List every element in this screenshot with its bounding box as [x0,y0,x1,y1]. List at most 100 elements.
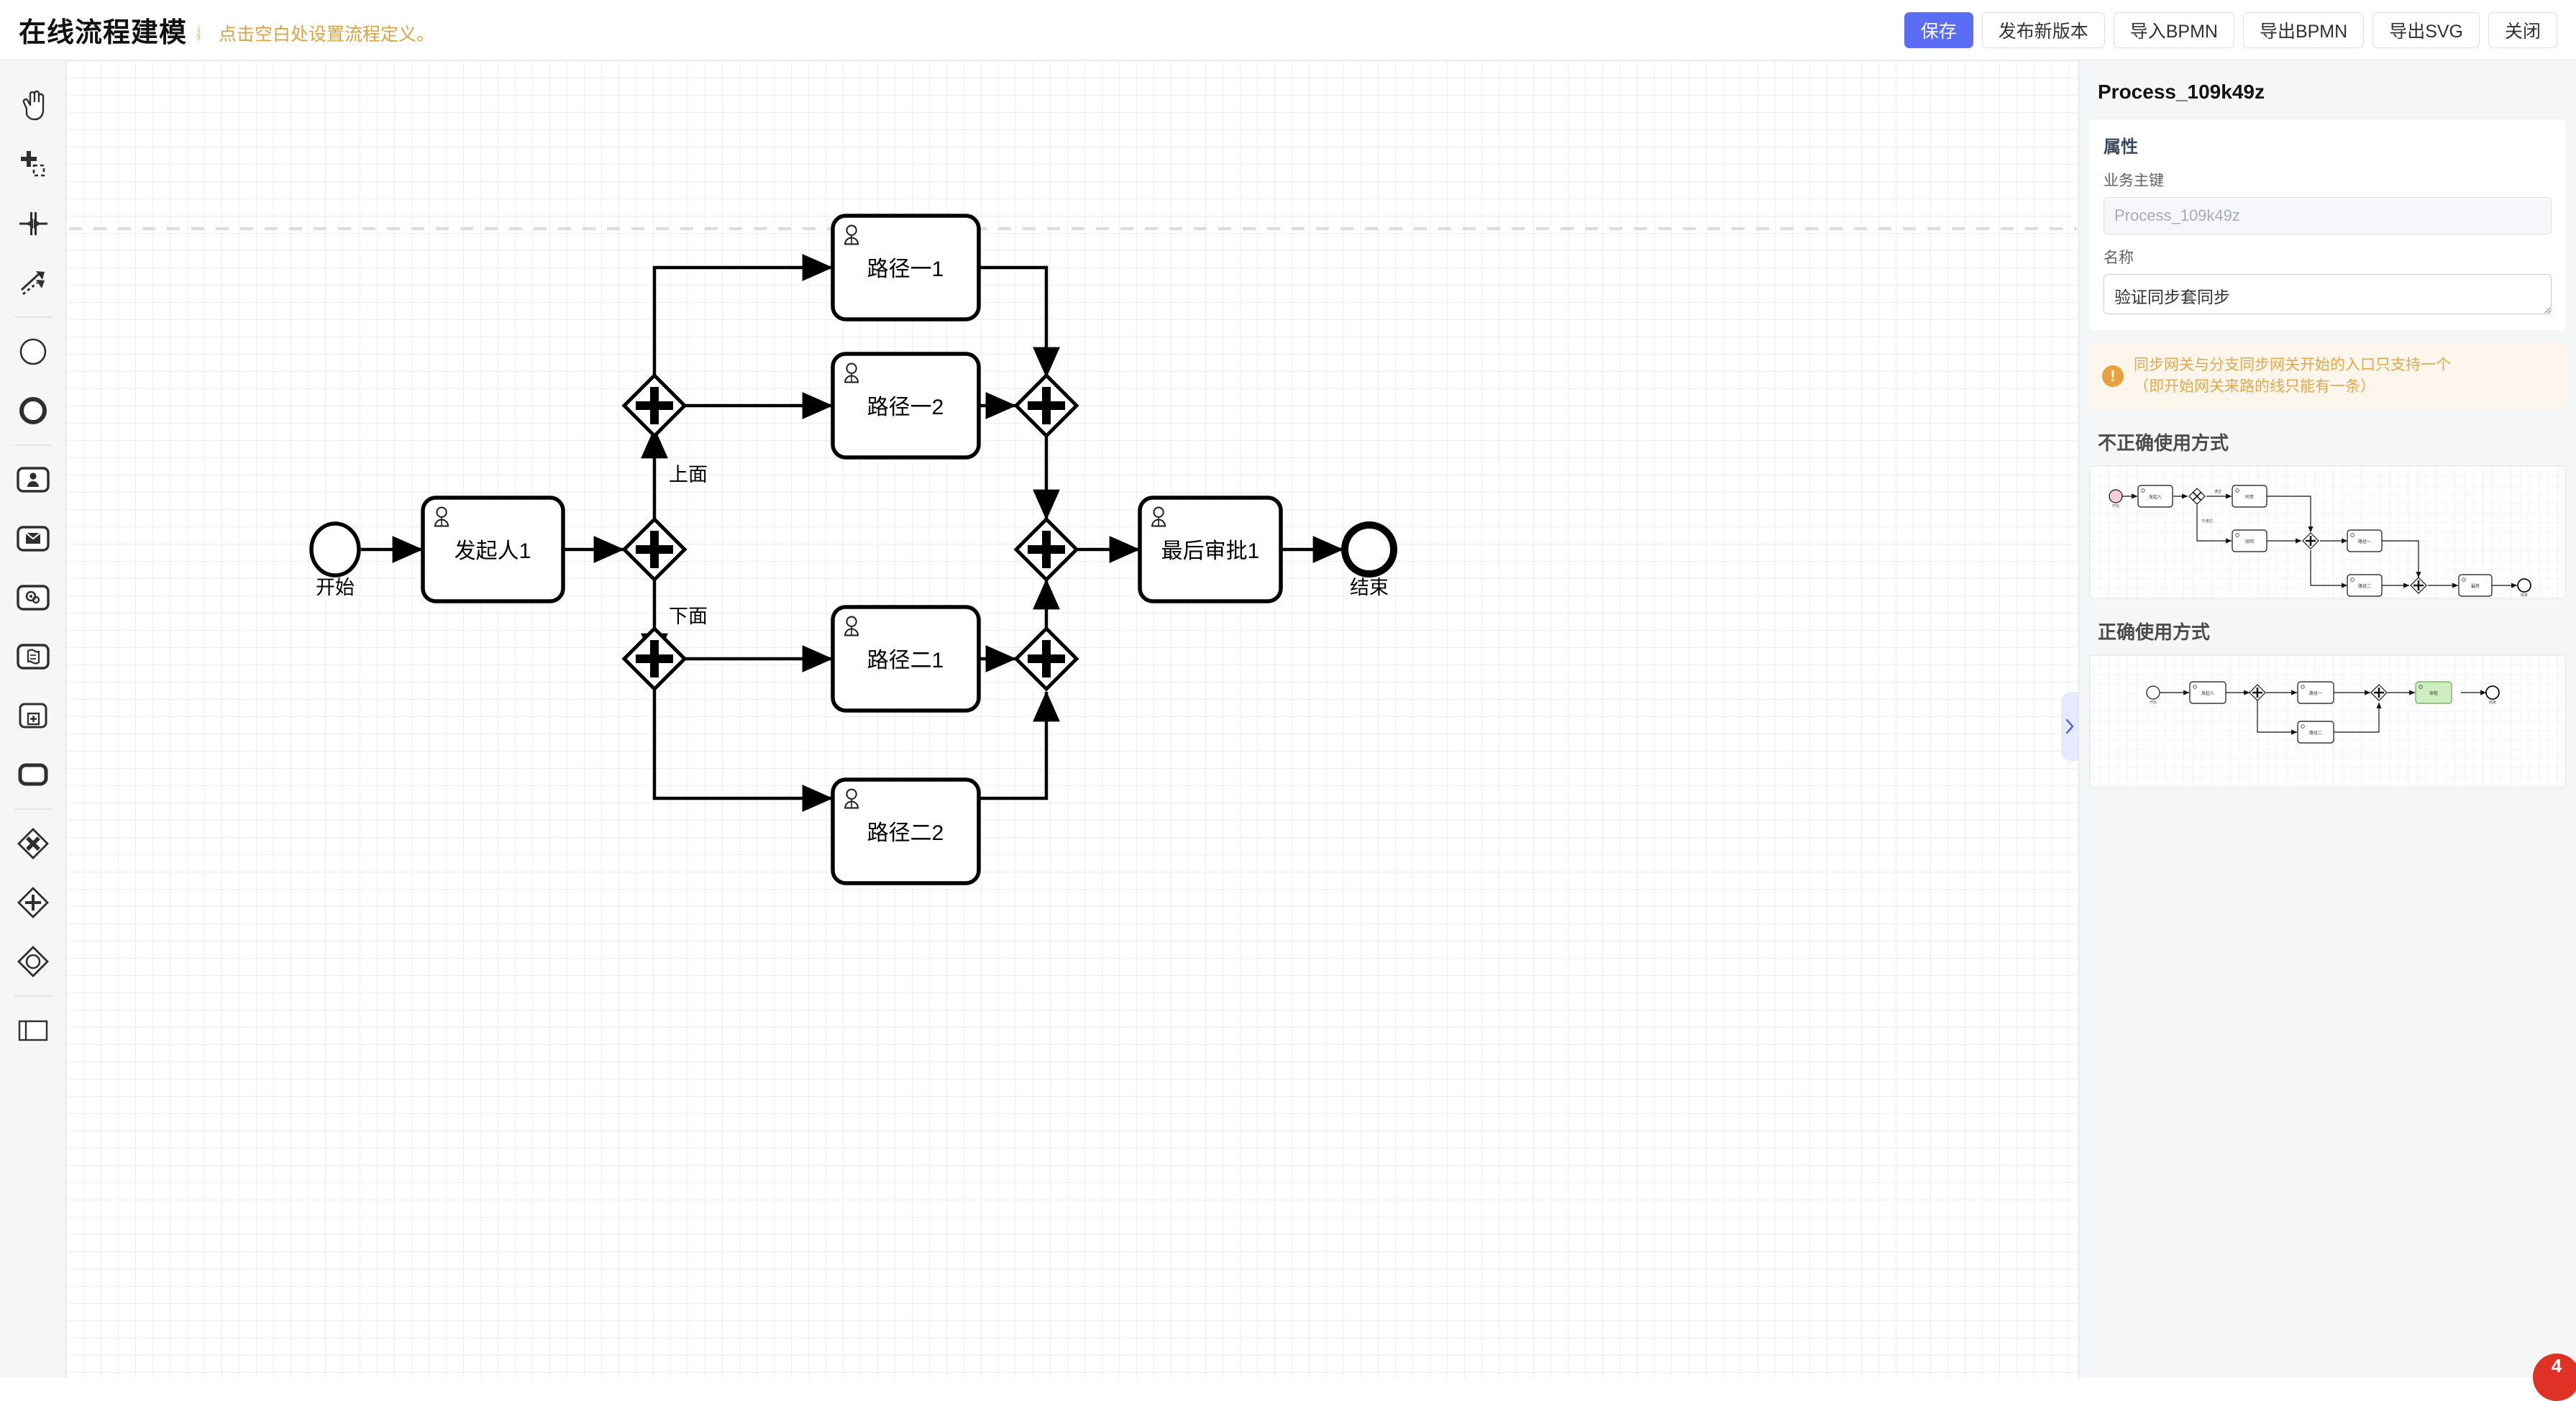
gateway-warning-text: 同步网关与分支同步网关开始的入口只支持一个 （即开始网关来路的线只能有一条） [2134,355,2451,398]
warning-line-1: 同步网关与分支同步网关开始的入口只支持一个 [2134,357,2451,373]
business-key-input[interactable] [2104,197,2552,234]
flow-label-down[interactable]: 下面 [669,606,708,627]
parallel-gateway-split-top[interactable] [621,373,688,439]
name-label: 名称 [2104,250,2134,266]
export-bpmn-button[interactable]: 导出BPMN [2242,12,2365,48]
script-task-icon[interactable] [0,627,66,686]
svg-text:发起人: 发起人 [2149,494,2162,500]
user-task-icon [844,788,859,809]
end-event-icon[interactable] [0,381,66,440]
subprocess-icon[interactable] [0,745,66,804]
business-key-label: 业务主键 [2104,173,2164,189]
start-event[interactable]: 开始 [309,521,361,598]
user-task-label: 发起人1 [455,539,531,563]
parallel-gateway-icon[interactable] [0,873,66,932]
svg-text:同意: 同意 [2245,494,2254,500]
pool-lane-icon[interactable] [0,1001,66,1060]
hand-tool-icon[interactable] [0,76,66,135]
user-task-label: 路径二2 [867,821,944,845]
import-bpmn-button[interactable]: 导入BPMN [2113,12,2234,48]
service-task-icon[interactable] [0,568,66,627]
definition-hint-text: 点击空白处设置流程定义。 [219,24,435,45]
end-event-label: 结束 [1350,577,1389,598]
name-textarea[interactable]: 验证同步套同步 [2104,274,2552,314]
incorrect-usage-heading: 不正确使用方式 [2098,432,2229,454]
toolbar-actions: 保存 发布新版本 导入BPMN 导出BPMN 导出SVG 关闭 [1904,12,2576,48]
page-title: 在线流程建模 [19,18,188,48]
lasso-select-icon[interactable] [0,135,66,194]
palette-divider [14,995,52,997]
bpmn-diagram: 开始 发起人1 [66,214,2077,885]
call-activity-icon[interactable] [0,686,66,745]
gateway-warning-alert: ! 同步网关与分支同步网关开始的入口只支持一个 （即开始网关来路的线只能有一条） [2089,343,2566,410]
properties-card: 属性 业务主键 名称 验证同步套同步 [2089,119,2566,330]
svg-text:路径二: 路径二 [2358,583,2371,589]
end-event[interactable]: 结束 [1341,521,1397,598]
close-button[interactable]: 关闭 [2488,12,2557,48]
correct-usage-example[interactable]: 开始 发起人 路径一 路径二 审批 结束 [2089,654,2566,788]
svg-text:开始: 开始 [2150,700,2157,705]
user-task-icon [434,506,449,527]
parallel-gateway-split-bottom[interactable] [621,626,688,692]
svg-text:通过: 通过 [2214,489,2221,494]
save-button[interactable]: 保存 [1904,12,1973,48]
svg-text:结束: 结束 [2521,593,2528,598]
parallel-gateway-join-main[interactable] [1013,516,1079,583]
svg-text:路径一: 路径一 [2309,690,2322,696]
parallel-gateway-join-bottom[interactable] [1013,626,1079,692]
element-palette [0,60,66,1378]
svg-text:开始: 开始 [2112,503,2119,508]
export-svg-button[interactable]: 导出SVG [2372,12,2480,48]
svg-text:结束: 结束 [2489,700,2496,705]
publish-version-button[interactable]: 发布新版本 [1981,12,2105,48]
svg-text:路径一: 路径一 [2358,539,2371,544]
parallel-gateway-join-top[interactable] [1013,373,1079,439]
svg-text:最终: 最终 [2471,583,2480,589]
notification-badge-label: 4 [2551,1355,2562,1377]
user-task-path1-2[interactable]: 路径一2 [831,352,981,460]
user-task-label: 路径二1 [867,649,944,672]
svg-text:审批: 审批 [2429,690,2438,696]
palette-divider [14,444,52,446]
user-task-icon[interactable] [0,450,66,509]
user-task-path2-2[interactable]: 路径二2 [831,777,981,885]
flow-label-up[interactable]: 上面 [669,464,708,485]
notification-badge[interactable]: 4 [2533,1354,2576,1401]
svg-text:路径二: 路径二 [2309,730,2322,736]
start-event-icon[interactable] [0,322,66,381]
user-task-label: 最后审批1 [1161,539,1260,563]
send-task-icon[interactable] [0,509,66,568]
svg-text:驳回: 驳回 [2245,539,2254,544]
user-task-label: 路径一2 [867,396,944,419]
svg-text:发起人: 发起人 [2201,690,2214,696]
parallel-gateway-split-main[interactable] [621,516,688,583]
exclusive-gateway-icon[interactable] [0,814,66,873]
user-task-path2-1[interactable]: 路径二1 [831,605,981,713]
space-tool-icon[interactable] [0,194,66,253]
start-event-label: 开始 [316,577,355,598]
user-task-final-approval[interactable]: 最后审批1 [1138,496,1283,603]
panel-collapse-handle[interactable] [2061,692,2078,761]
user-task-icon [844,362,859,383]
user-task-label: 路径一1 [867,257,944,281]
bpmn-canvas[interactable]: 开始 发起人1 [66,60,2077,1378]
properties-section-heading: 属性 [2104,137,2138,157]
inclusive-gateway-icon[interactable] [0,932,66,991]
correct-usage-heading: 正确使用方式 [2098,621,2211,643]
warning-icon: ! [2102,365,2124,388]
user-task-path1-1[interactable]: 路径一1 [831,214,981,321]
incorrect-usage-example[interactable]: 开始 发起人 通过 不通过 同意 驳回 路径一 路径二 [2089,465,2566,599]
user-task-icon [844,616,859,636]
warning-line-2: （即开始网关来路的线只能有一条） [2134,378,2375,396]
user-task-initiator[interactable]: 发起人1 [421,496,565,603]
properties-panel: Process_109k49z 属性 业务主键 名称 验证同步套同步 ! 同步网… [2078,60,2576,1378]
user-task-icon [844,224,859,245]
chevron-right-icon [2065,718,2074,734]
palette-divider [14,808,52,810]
svg-text:不通过: 不通过 [2201,519,2212,524]
connect-tool-icon[interactable] [0,253,66,312]
